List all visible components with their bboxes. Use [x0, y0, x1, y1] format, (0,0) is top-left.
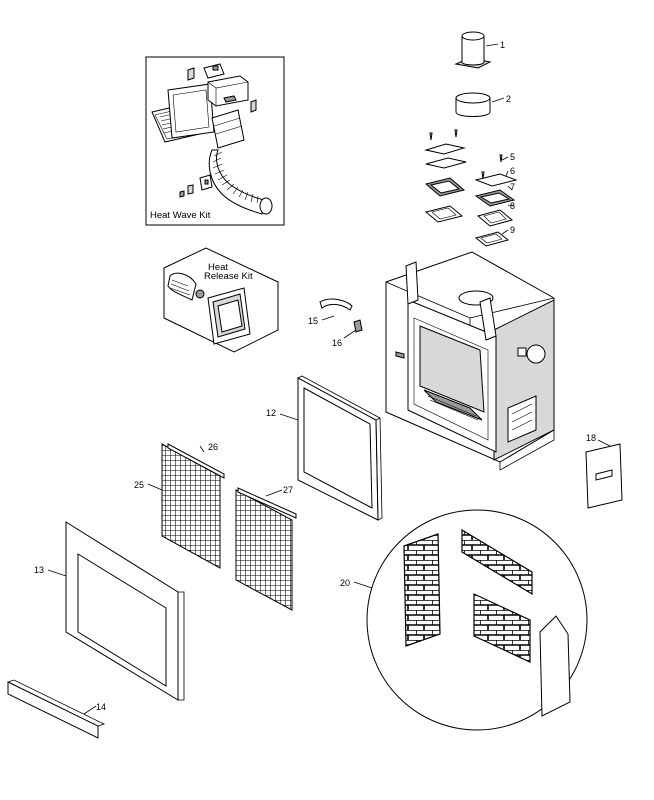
- part-2-flue-ring: [455, 92, 491, 117]
- heat-release-flex-duct: [167, 272, 197, 301]
- part-14-base-trim: [7, 679, 106, 739]
- callout-5: 5: [510, 152, 515, 162]
- brick-panel-rear: [461, 528, 533, 596]
- callout-15: 15: [308, 316, 318, 326]
- part-16-fastener: [353, 319, 363, 333]
- brick-panel-left: [403, 533, 441, 647]
- part-25-screen: [161, 443, 221, 569]
- callout-labels: 1 2 5 6 7 8 9 15 16 12 26 25 27 13 14 18…: [34, 40, 596, 712]
- callout-16: 16: [332, 338, 342, 348]
- firebox-side-knockout: [526, 344, 546, 364]
- callout-20: 20: [340, 578, 350, 588]
- callout-7: 7: [510, 182, 515, 192]
- heat-wave-kit-label: Heat Wave Kit: [150, 210, 211, 221]
- part-27-screen: [235, 489, 293, 611]
- firebox-cabinet: [385, 251, 555, 471]
- callout-12: 12: [266, 408, 276, 418]
- callout-1: 1: [500, 40, 505, 50]
- heat-wave-trim: [167, 83, 215, 139]
- callout-18: 18: [586, 433, 596, 443]
- part-13-front-panel: [65, 521, 185, 701]
- part-8-frame: [424, 205, 464, 223]
- part-18-access-panel: [585, 443, 623, 509]
- firebox-top-bracket: [479, 297, 497, 341]
- heat-wave-bracket: [187, 67, 195, 81]
- leader-lines: [47, 43, 611, 715]
- heat-release-kit-label-line2: Release Kit: [204, 271, 253, 282]
- brick-panel-back: [473, 593, 531, 663]
- callout-25: 25: [134, 480, 144, 490]
- part-9-frame: [474, 231, 510, 247]
- heat-wave-screw: [179, 190, 185, 198]
- heat-release-fan: [195, 289, 205, 299]
- callout-8: 8: [510, 201, 515, 211]
- firebox-control-panel: [507, 395, 537, 443]
- heat-wave-bracket: [250, 99, 257, 113]
- heat-wave-bracket: [187, 184, 194, 195]
- callout-14: 14: [96, 702, 106, 712]
- firebox-top-bracket: [405, 261, 419, 305]
- callout-6: 6: [510, 166, 515, 176]
- callout-27: 27: [283, 485, 293, 495]
- callout-26: 26: [208, 442, 218, 452]
- heat-wave-kit: Heat Wave Kit: [145, 56, 285, 226]
- part-8b-frame: [476, 209, 514, 227]
- part-26-rod: [167, 443, 225, 479]
- parts-5-to-9-stack: [424, 129, 518, 247]
- callout-2: 2: [506, 94, 511, 104]
- part-15-clip: [319, 298, 353, 311]
- callout-13: 13: [34, 565, 44, 575]
- part-6b-plate: [474, 173, 518, 187]
- part-1-chimney-collar: [454, 31, 492, 69]
- heat-release-kit-label-line1: Heat: [208, 262, 228, 273]
- brick-panel-right: [539, 615, 571, 717]
- part-6-plate: [425, 157, 467, 169]
- callout-9: 9: [510, 225, 515, 235]
- part-20-brick-liner: [366, 509, 588, 731]
- part-12-door-frame: [297, 375, 383, 521]
- part-5-gasket: [424, 143, 466, 155]
- heat-wave-plenum: [203, 63, 249, 107]
- heat-release-kit: Heat Release Kit: [163, 247, 279, 353]
- heat-wave-flex-duct: [208, 149, 273, 215]
